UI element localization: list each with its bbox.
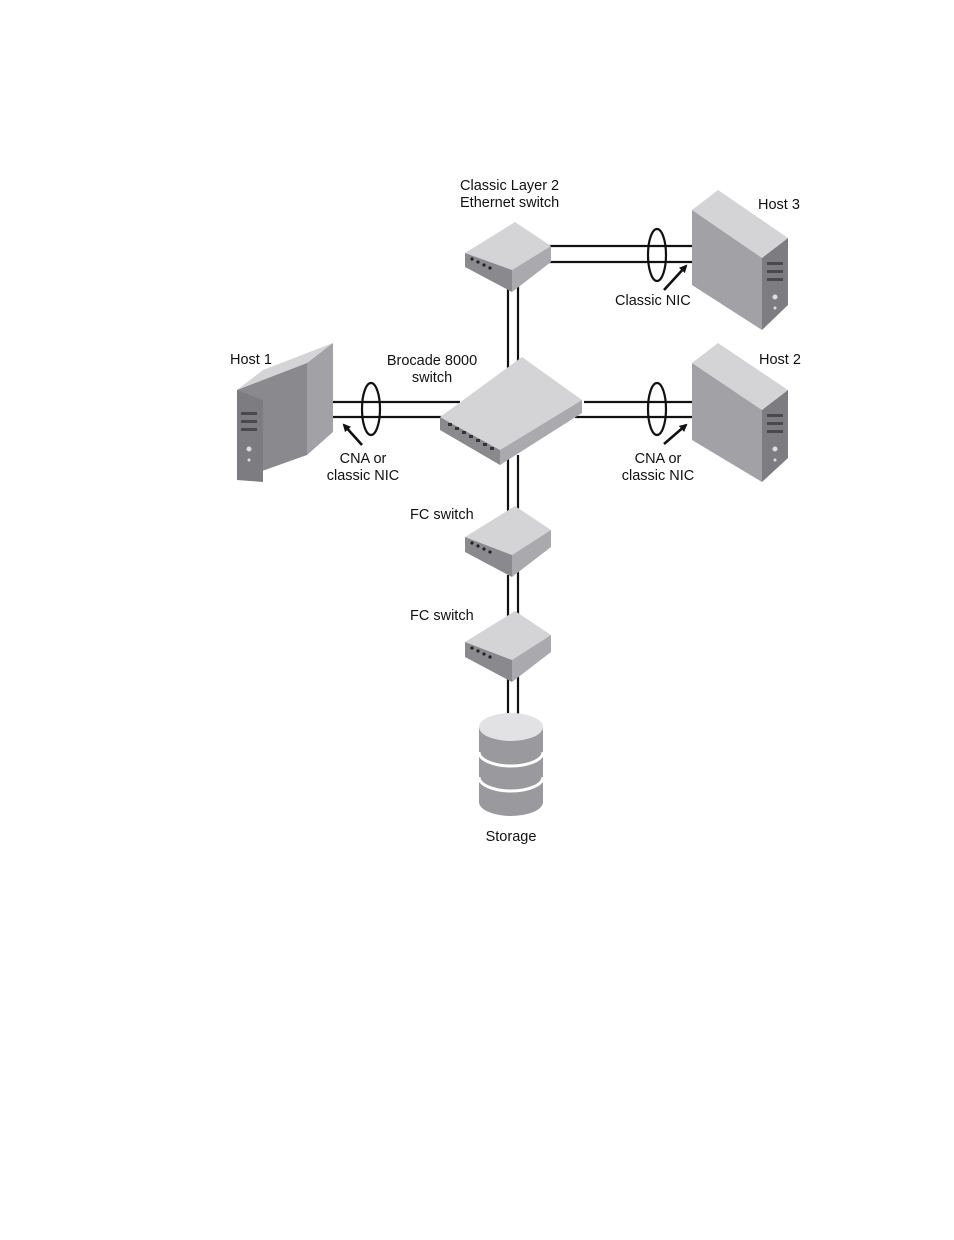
host2-label: Host 2 [759,352,801,369]
classic-l2-switch-label-line1: Classic Layer 2 [460,178,559,195]
cna-left-label: CNA or classic NIC [327,451,400,485]
bundle-ellipse-host2 [648,383,666,435]
arrow-cna-right [664,425,686,444]
cna-left-label-line1: CNA or [327,451,400,468]
fc-switch-1-icon [465,506,551,577]
brocade-switch-label: Brocade 8000 switch [387,353,477,387]
cna-right-label-line1: CNA or [622,451,695,468]
classic-l2-switch-icon [465,222,551,292]
arrow-classic-nic [664,266,686,290]
bundle-ellipse-host1 [362,383,380,435]
fc-switch-2-label: FC switch [410,608,474,625]
classic-l2-switch-label: Classic Layer 2 Ethernet switch [460,178,559,212]
cna-left-label-line2: classic NIC [327,468,400,485]
cna-right-label-line2: classic NIC [622,468,695,485]
storage-icon [479,713,543,816]
host3-label: Host 3 [758,197,800,214]
host1-label: Host 1 [230,352,272,369]
storage-label: Storage [486,829,537,846]
brocade-switch-label-line2: switch [387,370,477,387]
classic-nic-label: Classic NIC [615,293,691,310]
classic-l2-switch-label-line2: Ethernet switch [460,195,559,212]
fc-switch-1-label: FC switch [410,507,474,524]
arrow-cna-left [344,425,362,445]
bundle-ellipse-host3 [648,229,666,281]
cna-right-label: CNA or classic NIC [622,451,695,485]
fc-switch-2-icon [465,611,551,682]
brocade-switch-label-line1: Brocade 8000 [387,353,477,370]
